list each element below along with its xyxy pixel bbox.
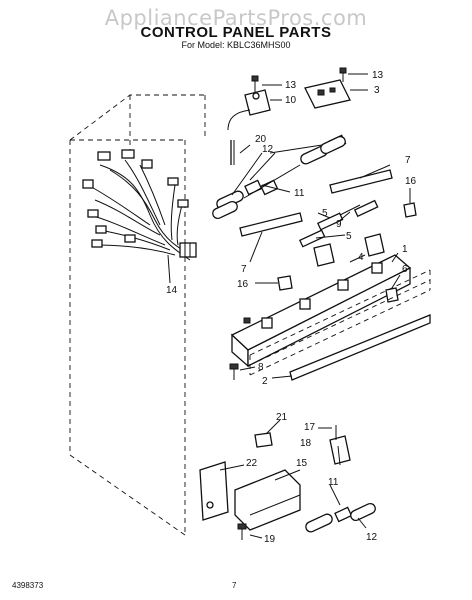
mounting-clips [277,202,417,291]
callout-3: 3 [374,85,380,96]
callout-10: 10 [285,95,297,106]
callout-7b: 7 [241,264,247,275]
document-number: 4398373 [12,581,44,590]
callout-labels: 13 10 13 3 20 12 11 7 16 5 9 5 1 4 7 16 … [166,70,417,545]
callout-22: 22 [246,458,258,469]
part-3-control-board [304,67,351,109]
wiring-harness [82,149,197,261]
callout-12a: 12 [262,144,274,155]
callout-19: 19 [264,534,276,545]
callout-7a: 7 [405,155,411,166]
callout-21: 21 [276,412,288,423]
diagram-title: CONTROL PANEL PARTS [140,24,332,41]
leader-lines [167,73,411,539]
switch-assemblies [298,199,379,248]
callout-13a: 13 [285,80,297,91]
callout-16a: 16 [405,176,417,187]
callout-8: 8 [258,362,264,373]
light-shields [239,169,393,237]
callout-14: 14 [166,285,178,296]
page-number: 7 [232,581,237,590]
callout-2: 2 [262,376,268,387]
part-2-control-panel [249,269,431,381]
callout-16b: 16 [237,279,249,290]
watermark: AppliancePartsPros.com [104,6,368,30]
lower-lamp-assembly [199,425,376,540]
callout-17: 17 [304,422,316,433]
callout-4: 4 [358,252,364,263]
callout-11a: 11 [294,188,305,199]
callout-9: 9 [336,219,342,230]
part-20-capillary [230,140,235,165]
callout-1: 1 [402,244,408,255]
callout-11b: 11 [328,477,339,488]
callout-5b: 5 [346,231,352,242]
callout-12b: 12 [366,532,378,543]
cabinet-outline [69,94,206,536]
lamp-sockets-upper [212,134,347,220]
callout-15: 15 [296,458,308,469]
callout-6: 6 [402,264,408,275]
callout-20: 20 [255,134,267,145]
part-1-control-housing [230,254,412,368]
model-subtitle: For Model: KBLC36MHS00 [181,40,291,50]
part-10-thermostat [227,75,271,131]
part-6-clip [385,287,399,303]
callout-5a: 5 [322,208,328,219]
part-8-screw [229,363,239,380]
callout-13b: 13 [372,70,384,81]
callout-18: 18 [300,438,312,449]
